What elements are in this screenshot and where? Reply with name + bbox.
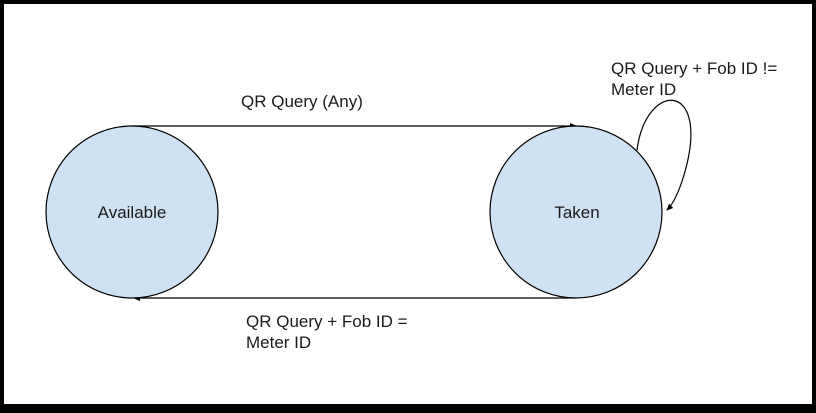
state-available-node: [45, 125, 219, 299]
state-taken-label: Taken: [554, 203, 599, 222]
transition-label-taken-to-available-line2: Meter ID: [246, 333, 311, 352]
transition-label-taken-self-loop-line1: QR Query + Fob ID !=: [611, 59, 777, 78]
transition-label-available-to-taken: QR Query (Any): [241, 92, 363, 111]
state-available-label: Available: [98, 203, 167, 222]
transition-edge-taken-self-loop: [636, 99, 692, 211]
transition-label-taken-to-available-line1: QR Query + Fob ID =: [246, 312, 408, 331]
transition-label-taken-self-loop-line2: Meter ID: [611, 80, 676, 99]
state-taken-node: [489, 125, 663, 299]
